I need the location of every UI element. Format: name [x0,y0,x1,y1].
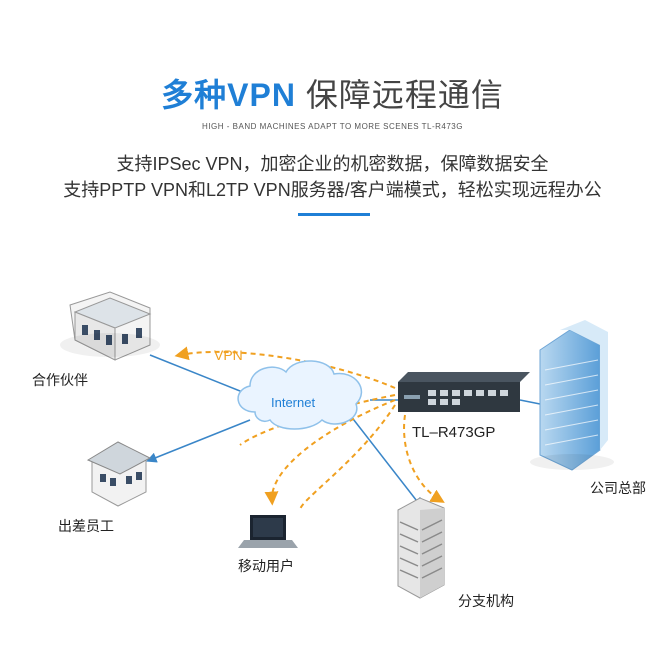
partner-building-icon [60,291,160,361]
branch-label: 分支机构 [458,593,514,609]
page-subtitle: HIGH - BAND MACHINES ADAPT TO MORE SCENE… [202,122,463,131]
internet-cloud [237,360,363,430]
house-icon [86,441,152,507]
mobile-user-label: 移动用户 [238,558,294,574]
vpn-label: VPN [214,347,243,363]
partner-label: 合作伙伴 [32,372,88,388]
description-line-1: 支持IPSec VPN，加密企业的机密数据，保障数据安全 [116,154,549,174]
page-title: 多种VPN 保障远程通信 [0,70,665,116]
title-divider [298,213,370,216]
router-model-label: TL–R473GP [412,424,496,441]
title-highlight: 多种VPN [161,77,296,113]
description-line-2: 支持PPTP VPN和L2TP VPN服务器/客户端模式，轻松实现远程办公 [63,180,602,200]
branch-building-icon [397,497,445,599]
headquarters-label: 公司总部 [590,480,646,496]
internet-label: Internet [271,395,316,410]
laptop-icon [238,515,298,548]
traveling-staff-label: 出差员工 [58,518,114,534]
router-icon [398,372,530,412]
headquarters-building-icon [530,320,614,471]
title-rest: 保障远程通信 [295,77,504,113]
